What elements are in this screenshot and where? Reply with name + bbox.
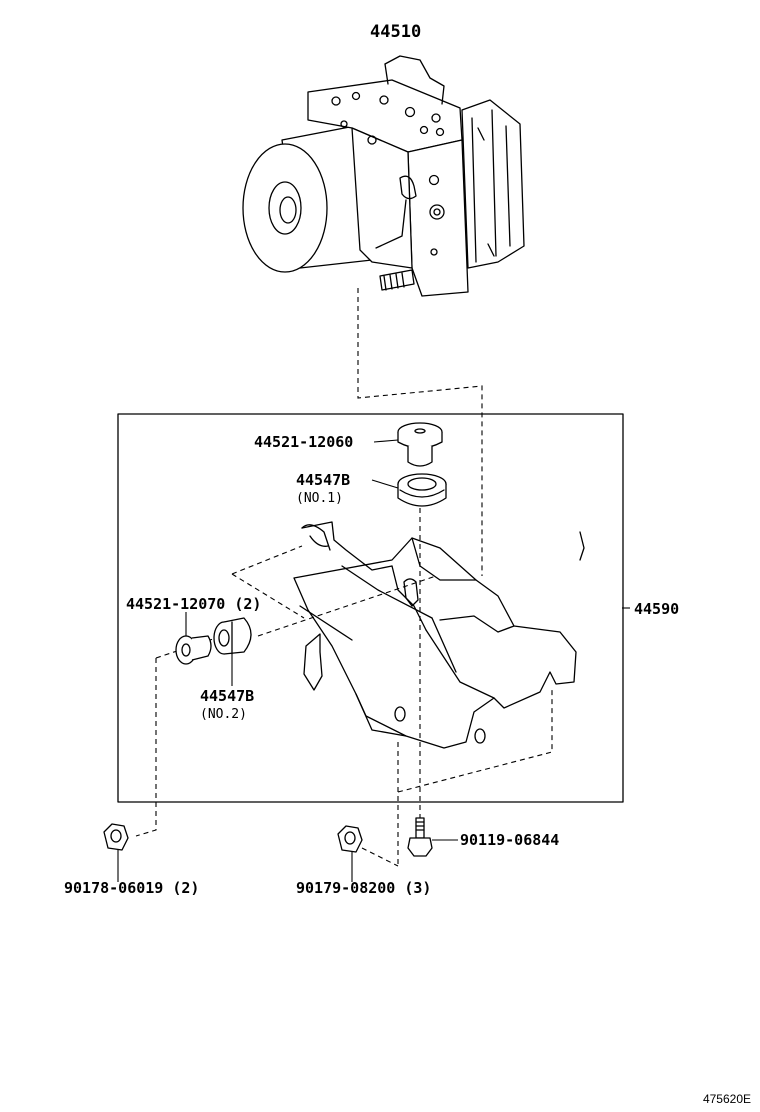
ecu-housing-drawing [461, 99, 525, 269]
label-bracket: 44590 [634, 600, 679, 618]
hydraulic-block-drawing [307, 55, 469, 297]
label-left-nut: 90178-06019 (2) [64, 879, 199, 897]
label-side-cushion: 44547B [200, 687, 254, 705]
side-bolt-drawing [175, 635, 212, 665]
bracket-drawing [293, 521, 585, 749]
side-cushion-drawing [213, 617, 252, 655]
label-mid-nut: 90179-08200 (3) [296, 879, 431, 897]
stud-pin-drawing [379, 269, 415, 291]
bottom-bolt-drawing [407, 817, 433, 857]
label-actuator: 44510 [370, 22, 421, 42]
abs-actuator-assembly [242, 55, 525, 297]
guide-line-stud [357, 288, 483, 576]
label-upper-cushion: 44547B [296, 471, 350, 489]
leader-lines [117, 439, 630, 882]
label-upper-bolt: 44521-12060 [254, 433, 353, 451]
label-side-cushion-note: (NO.2) [200, 707, 247, 722]
label-side-bolt: 44521-12070 (2) [126, 595, 261, 613]
label-upper-cushion-note: (NO.1) [296, 491, 343, 506]
upper-bolt-drawing [397, 422, 443, 467]
label-bottom-bolt: 90119-06844 [460, 831, 559, 849]
mid-nut-drawing [337, 825, 363, 853]
upper-cushion-drawing [397, 473, 447, 507]
illustration-id: 475620E [703, 1092, 751, 1106]
left-nut-drawing [103, 823, 129, 851]
